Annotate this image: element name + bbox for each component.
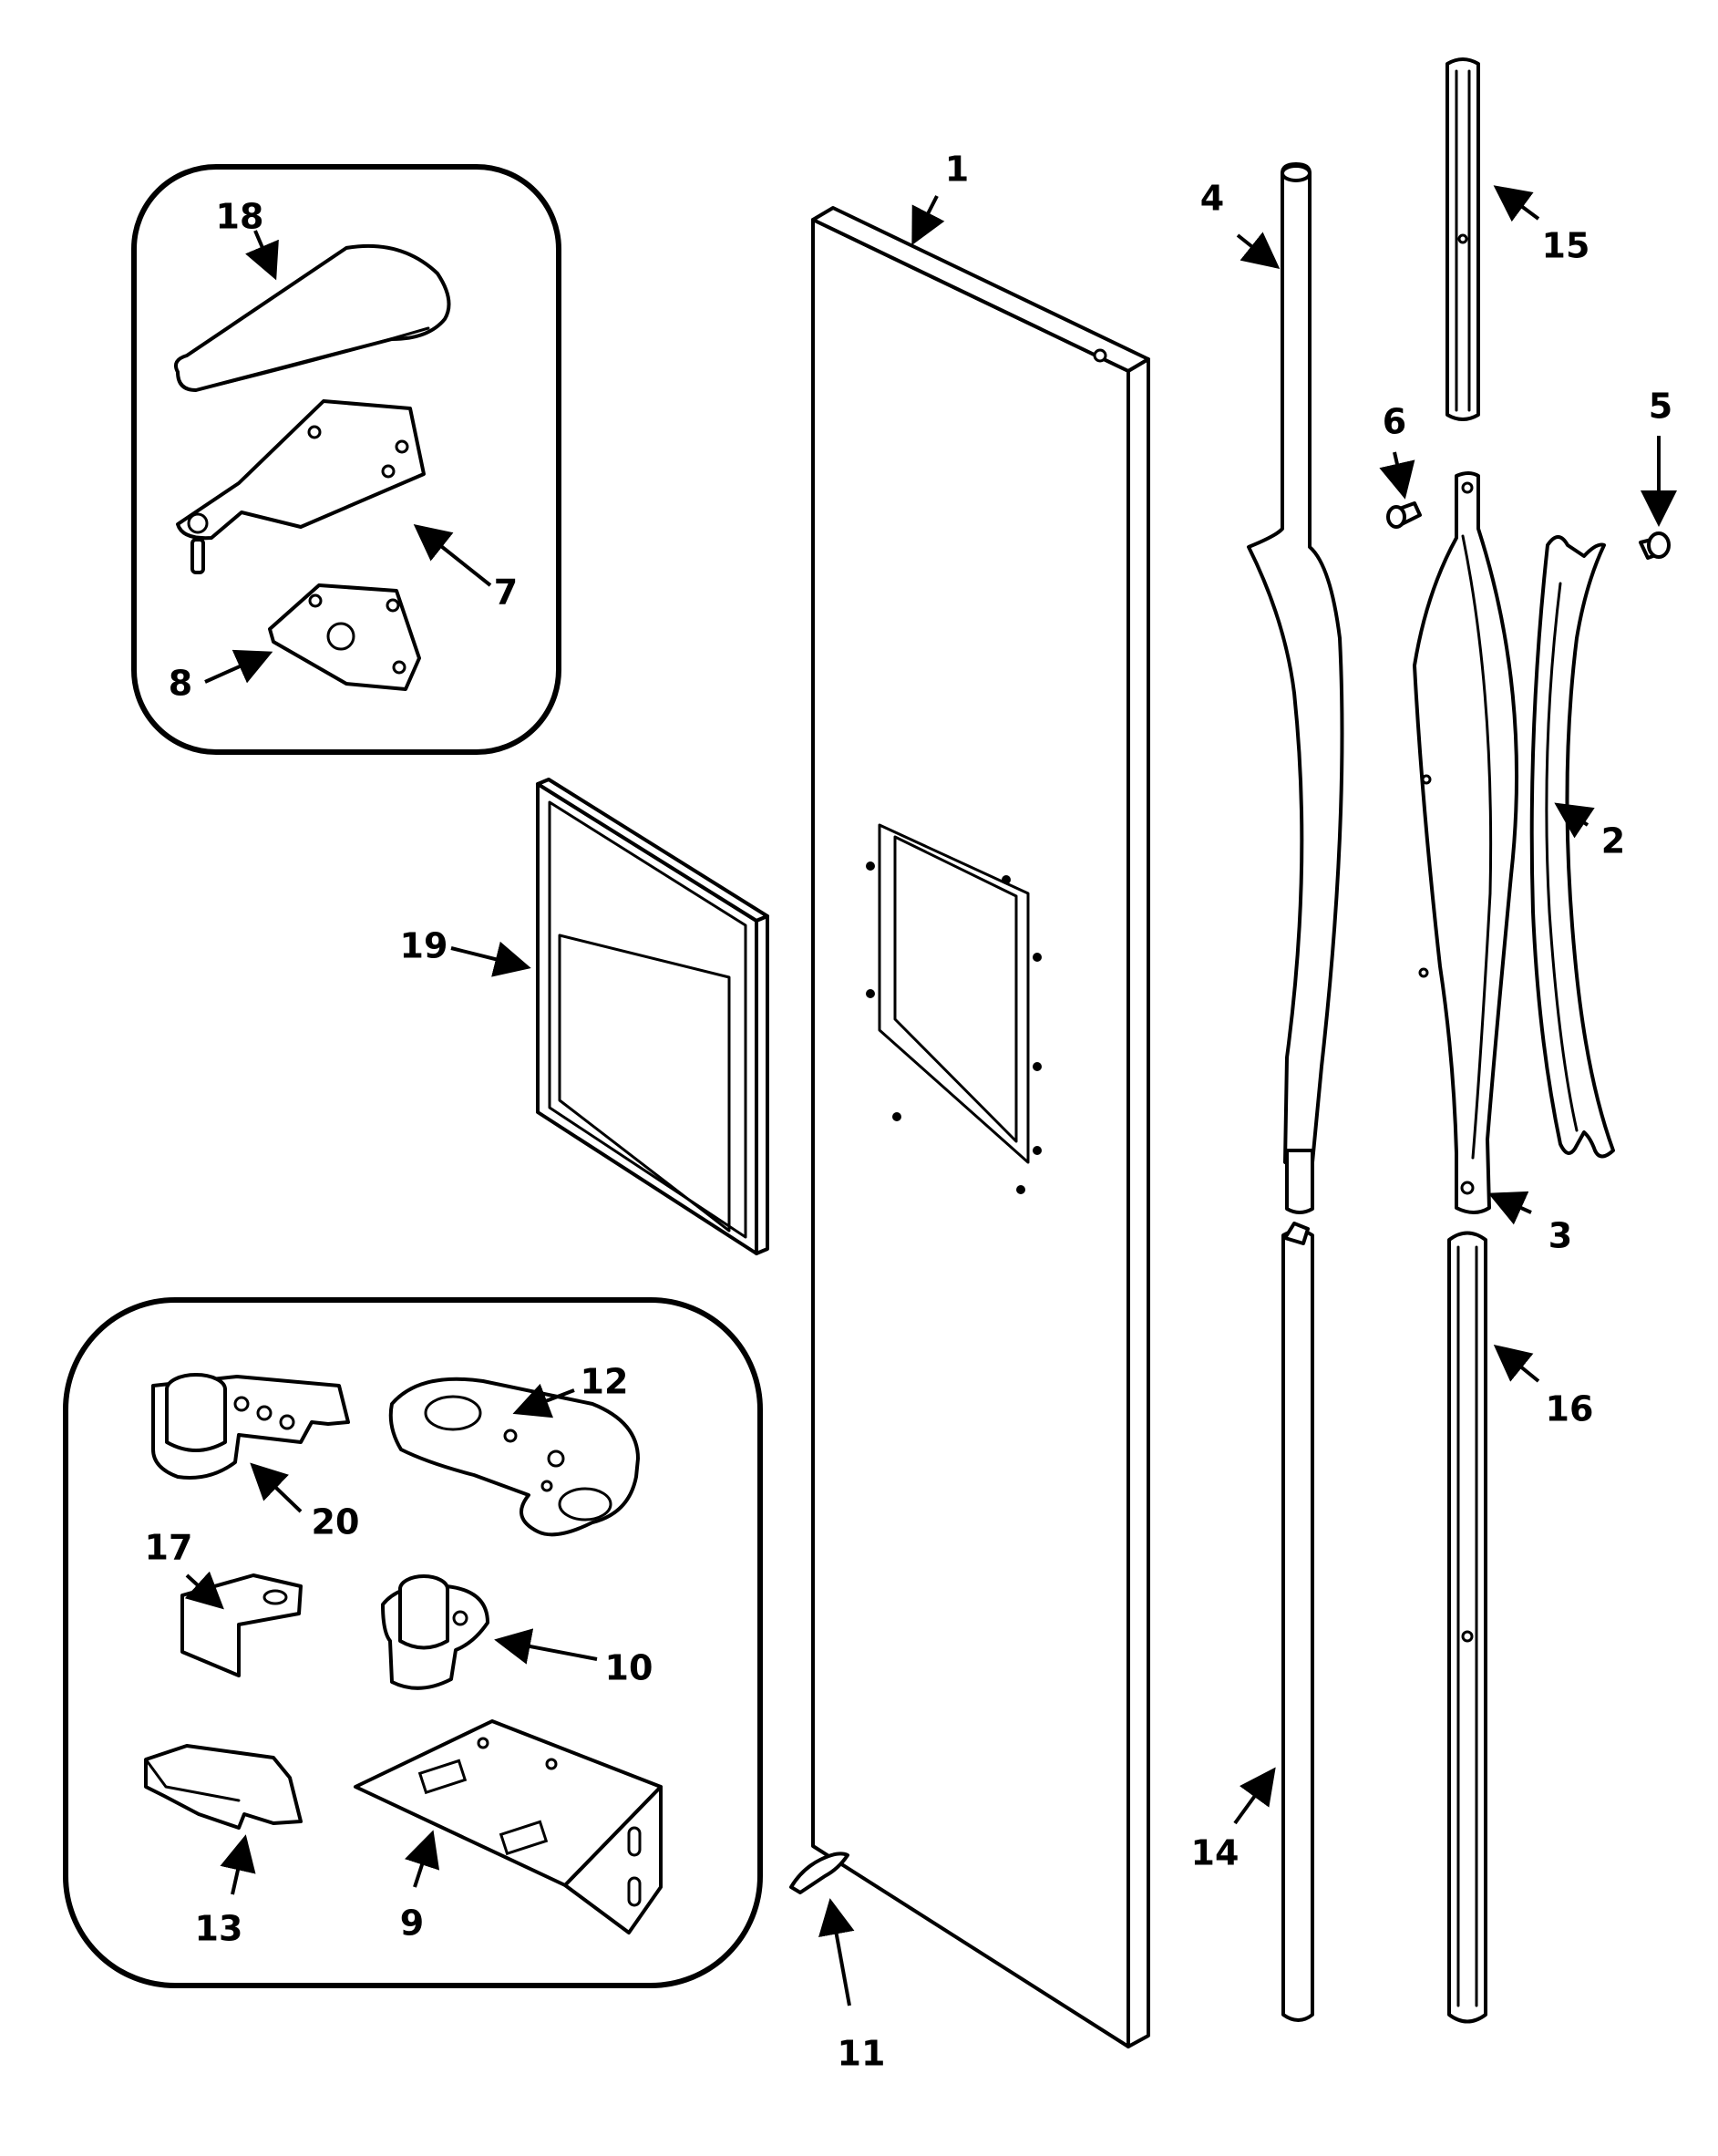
part-3-handle-mount xyxy=(1413,471,1518,1214)
part-18-hinge-cover xyxy=(174,243,451,392)
part-7-top-hinge xyxy=(176,399,426,574)
callout-11: 11 xyxy=(838,2034,886,2074)
callout-16: 16 xyxy=(1546,1389,1594,1429)
part-8-hinge-shim xyxy=(268,583,421,691)
part-16-lower-trim xyxy=(1447,1231,1487,2024)
part-10-hinge-pin xyxy=(381,1574,489,1690)
callout-9: 9 xyxy=(400,1903,424,1944)
part-12-hinge-spacer xyxy=(388,1377,640,1537)
callout-19: 19 xyxy=(400,926,448,966)
callout-7: 7 xyxy=(494,573,518,613)
part-15-upper-trim xyxy=(1445,57,1480,421)
callout-15: 15 xyxy=(1542,226,1590,266)
part-5-screw xyxy=(1639,531,1671,560)
callout-labels: 1 2 3 4 5 6 7 8 9 10 11 12 13 14 15 16 1… xyxy=(145,150,1673,2074)
callout-17: 17 xyxy=(145,1528,193,1568)
callout-1: 1 xyxy=(945,150,969,190)
callout-12: 12 xyxy=(581,1362,629,1402)
part-19-dispenser-frame xyxy=(536,778,769,1255)
part-1-door-panel xyxy=(811,206,1150,2048)
callout-8: 8 xyxy=(169,664,192,704)
part-17-bracket xyxy=(180,1573,303,1677)
part-13-cover xyxy=(144,1744,303,1830)
callout-6: 6 xyxy=(1383,402,1406,442)
callout-20: 20 xyxy=(312,1502,360,1542)
callout-5: 5 xyxy=(1649,387,1672,427)
callout-13: 13 xyxy=(195,1909,243,1949)
callout-14: 14 xyxy=(1191,1833,1240,1873)
callout-3: 3 xyxy=(1548,1216,1572,1256)
part-11-seal-clip xyxy=(789,1852,849,1894)
part-6-screw xyxy=(1386,501,1422,529)
callout-18: 18 xyxy=(216,197,264,237)
part-9-mounting-bracket xyxy=(354,1719,663,1934)
part-4-upper-handle xyxy=(1247,162,1344,1214)
part-2-handle-insert xyxy=(1529,535,1615,1159)
callout-4: 4 xyxy=(1200,179,1224,219)
callout-10: 10 xyxy=(605,1648,653,1688)
hinge-inset-bottom xyxy=(63,1297,763,1988)
part-20-hinge-pin xyxy=(151,1373,350,1480)
hinge-inset-top xyxy=(131,164,561,755)
part-14-lower-handle xyxy=(1281,1222,1314,2022)
callout-2: 2 xyxy=(1601,821,1625,861)
callout-leaders xyxy=(184,185,1677,2006)
